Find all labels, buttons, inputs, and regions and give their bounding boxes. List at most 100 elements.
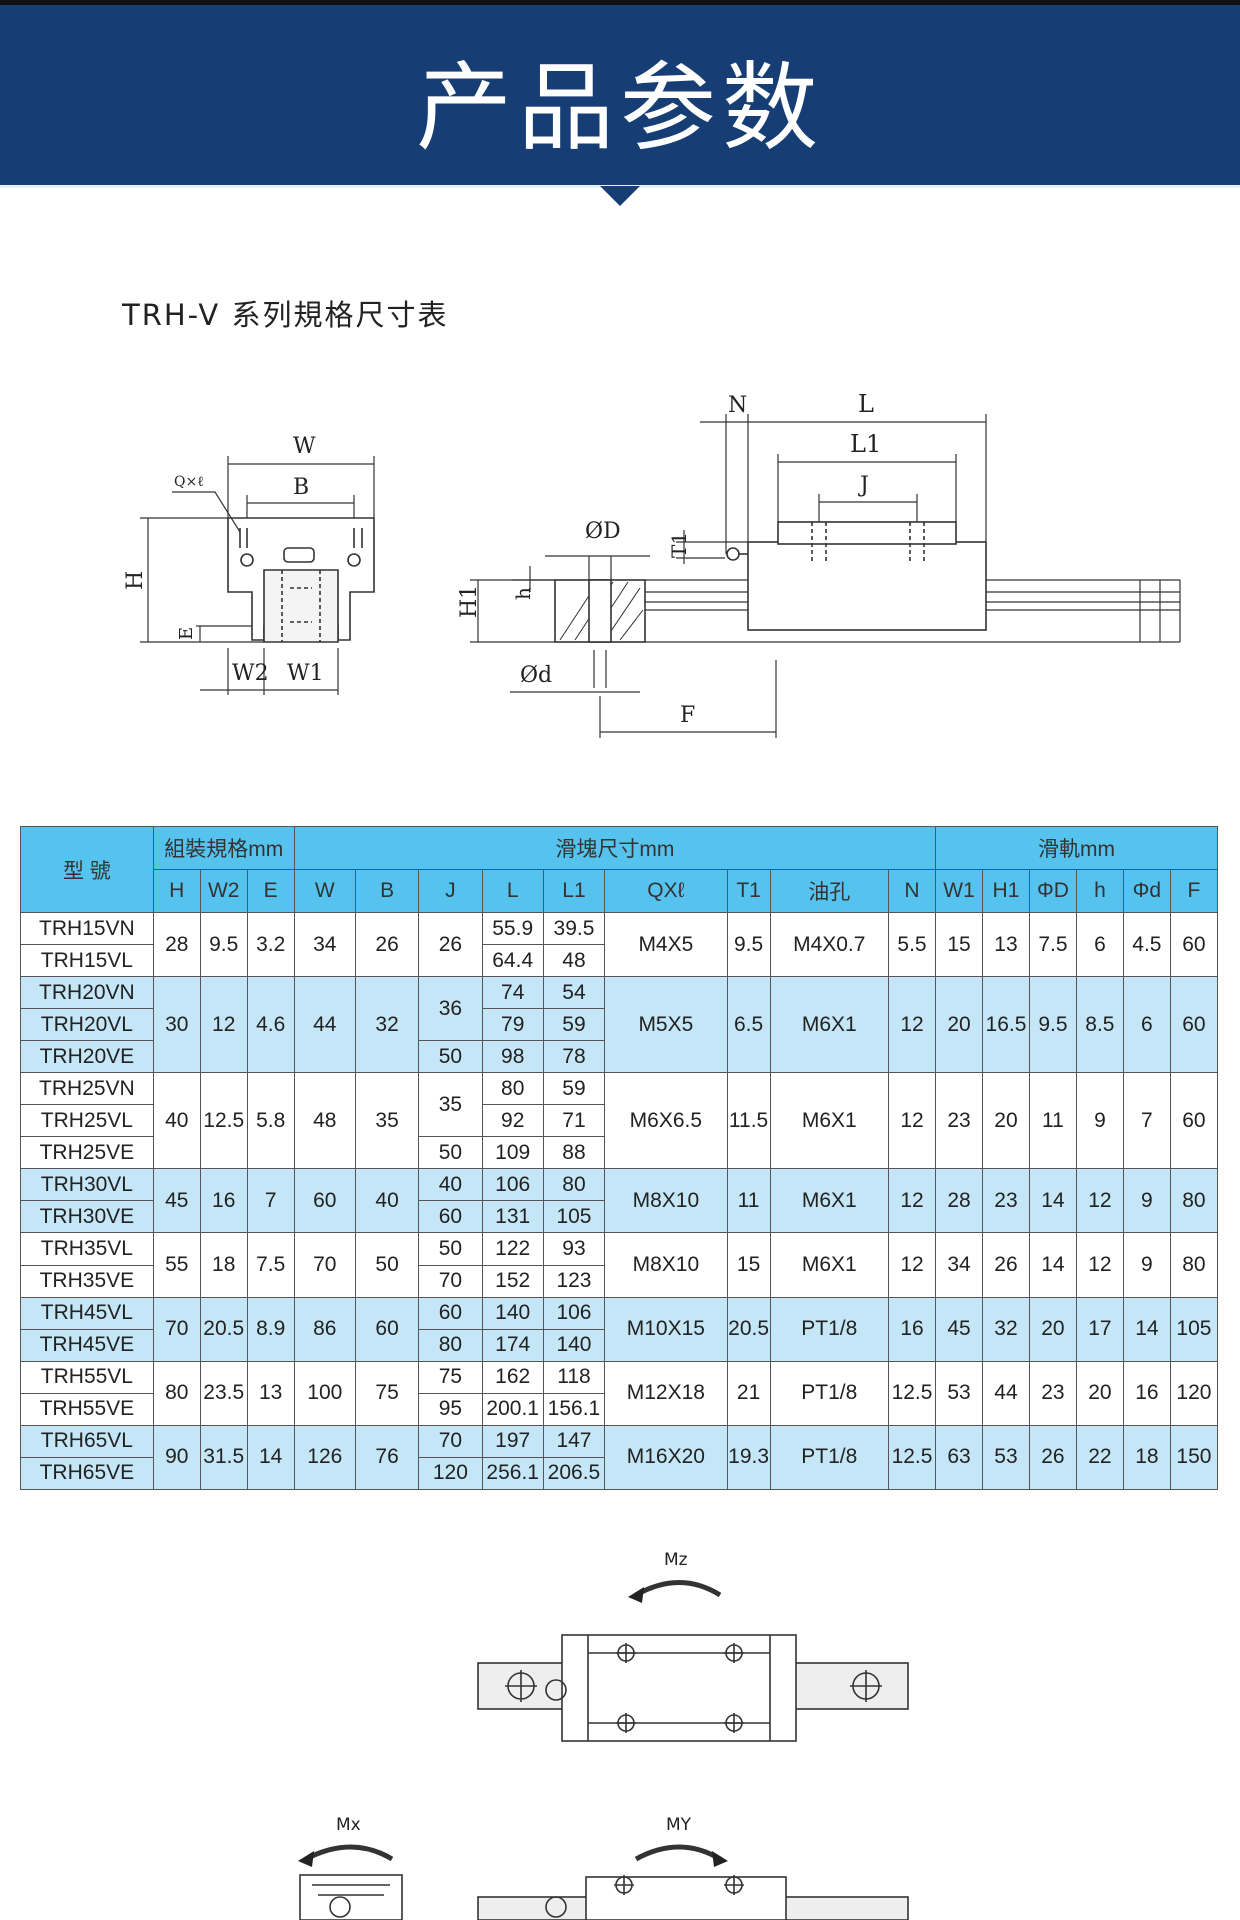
cross-section-view: W B Q×ℓ H E W2 W1	[123, 434, 375, 695]
cell-b: 60	[354, 1296, 420, 1362]
col-header: h	[1075, 869, 1124, 913]
cell-j: 60	[418, 1200, 483, 1234]
cell-oil: M4X0.7	[769, 911, 890, 978]
cell-w: 100	[293, 1360, 356, 1426]
mx-label: Mx	[336, 1815, 361, 1835]
cell-w1: 28	[935, 1168, 983, 1234]
cell-b: 35	[354, 1072, 420, 1170]
cell-l: 256.1	[481, 1456, 544, 1491]
cell-w: 126	[293, 1424, 356, 1491]
col-header: J	[418, 869, 483, 913]
col-header: QXℓ	[604, 869, 728, 913]
cell-h1: 53	[981, 1424, 1030, 1491]
cell-h: 80	[152, 1360, 201, 1426]
cell-w: 48	[293, 1072, 356, 1170]
cell-h1: 16.5	[981, 976, 1030, 1074]
cell-t1: 11	[726, 1168, 771, 1234]
cell-h: 70	[152, 1296, 201, 1362]
cell-l1: 39.5	[542, 911, 606, 946]
cell-b: 26	[354, 911, 420, 978]
cell-q: M12X18	[604, 1360, 728, 1426]
cell-l1: 118	[542, 1360, 606, 1394]
page-title: 产品参数	[416, 52, 824, 164]
cell-l: 122	[481, 1232, 544, 1266]
cell-l: 152	[481, 1264, 544, 1298]
cell-l1: 80	[542, 1168, 606, 1202]
cell-q: M6X6.5	[604, 1072, 728, 1170]
dim-l1-label: L1	[850, 430, 881, 458]
cell-j: 50	[418, 1040, 483, 1074]
dim-h1-label: H1	[457, 585, 482, 618]
cell-h: 6	[1075, 911, 1124, 978]
cell-l: 92	[481, 1104, 544, 1138]
cell-model: TRH55VL	[20, 1360, 154, 1394]
cell-l: 131	[481, 1200, 544, 1234]
cell-l1: 59	[542, 1072, 606, 1106]
cell-q: M8X10	[604, 1232, 728, 1298]
my-diagram: MY	[477, 1815, 909, 1920]
cell-w2: 23.5	[199, 1360, 248, 1426]
spec-table: 型 號 組裝規格mm 滑塊尺寸mm 滑軌mm H W2 E W B J L L1…	[20, 826, 1219, 1491]
cell-e: 7.5	[246, 1232, 295, 1298]
cell-w: 70	[293, 1232, 356, 1298]
cell-f: 60	[1169, 976, 1219, 1074]
cell-h: 17	[1075, 1296, 1124, 1362]
cell-w2: 9.5	[199, 911, 248, 978]
cell-oil: M6X1	[769, 976, 890, 1074]
cell-l1: 93	[542, 1232, 606, 1266]
cell-model: TRH25VN	[20, 1072, 154, 1106]
cell-e: 7	[246, 1168, 295, 1234]
cell-w1: 20	[935, 976, 983, 1074]
cell-d: 23	[1028, 1360, 1077, 1426]
cell-n: 12	[887, 1168, 937, 1234]
cell-b: 40	[354, 1168, 420, 1234]
cell-model: TRH25VE	[20, 1136, 154, 1170]
cell-model: TRH35VE	[20, 1264, 154, 1298]
cell-b: 32	[354, 976, 420, 1074]
cell-t1: 6.5	[726, 976, 771, 1074]
dim-phid-upper-label: ØD	[585, 519, 621, 544]
cell-d: 7	[1122, 1072, 1171, 1170]
cell-h: 12	[1075, 1232, 1124, 1298]
dim-j-label: J	[858, 473, 869, 498]
cell-oil: PT1/8	[769, 1296, 890, 1362]
cell-h: 55	[152, 1232, 201, 1298]
col-header: B	[354, 869, 420, 913]
cell-h1: 23	[981, 1168, 1030, 1234]
cell-model: TRH15VN	[20, 911, 154, 946]
header-banner: 产品参数	[0, 0, 1240, 188]
cell-l1: 78	[542, 1040, 606, 1074]
dim-l-label: L	[858, 390, 874, 418]
dim-t1-label: T1	[667, 532, 691, 558]
cell-d: 7.5	[1028, 911, 1077, 978]
cell-q: M16X20	[604, 1424, 728, 1491]
cell-d: 11	[1028, 1072, 1077, 1170]
header-assembly: 組裝規格mm	[152, 826, 295, 870]
col-header: N	[887, 869, 937, 913]
cell-w1: 45	[935, 1296, 983, 1362]
cell-w1: 15	[935, 911, 983, 978]
cell-l1: 123	[542, 1264, 606, 1298]
cell-l: 98	[481, 1040, 544, 1074]
col-header: 油孔	[769, 869, 890, 913]
cell-d: 20	[1028, 1296, 1077, 1362]
cell-w: 34	[293, 911, 356, 978]
mz-diagram: Mz	[477, 1550, 909, 1742]
cell-f: 60	[1169, 911, 1219, 978]
cell-j: 35	[418, 1072, 483, 1138]
cell-t1: 15	[726, 1232, 771, 1298]
cell-j: 75	[418, 1360, 483, 1394]
cell-oil: PT1/8	[769, 1360, 890, 1426]
cell-w1: 53	[935, 1360, 983, 1426]
cell-b: 76	[354, 1424, 420, 1491]
cell-l: 106	[481, 1168, 544, 1202]
cell-h1: 26	[981, 1232, 1030, 1298]
col-header: L	[481, 869, 544, 913]
cell-j: 120	[418, 1456, 483, 1491]
dim-e-label: E	[176, 627, 197, 640]
